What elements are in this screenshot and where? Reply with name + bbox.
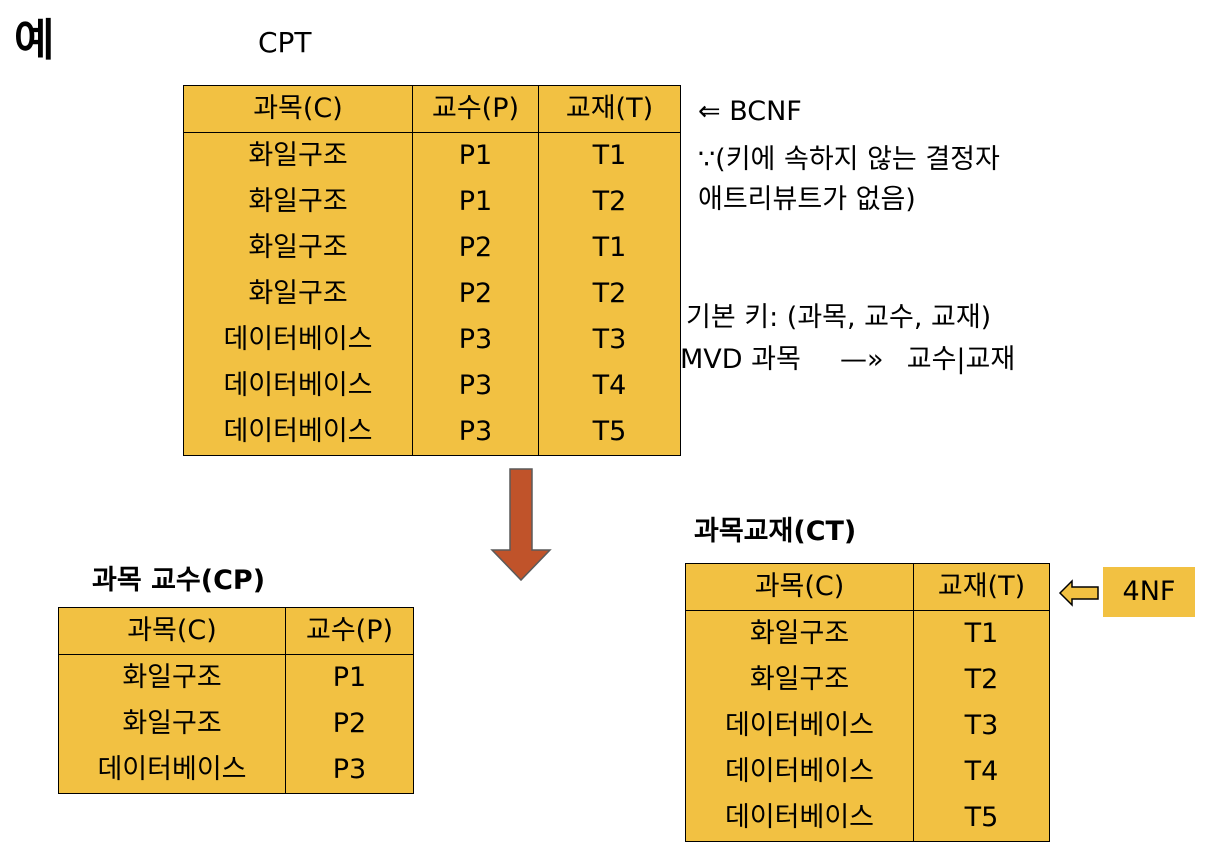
primary-key-note: 기본 키: (과목, 교수, 교재)	[686, 302, 992, 333]
table-cell: P3	[412, 317, 539, 363]
table-cell: 화일구조	[685, 657, 914, 703]
table-cell: T3	[913, 703, 1050, 749]
table-cell: 데이터베이스	[183, 363, 413, 409]
mvd-prefix: MVD 과목	[680, 344, 801, 375]
column-header: 교재(T)	[538, 85, 681, 133]
reason-note-line1: ∵(키에 속하지 않는 결정자	[698, 144, 1000, 175]
table-cell: 데이터베이스	[685, 703, 914, 749]
table-cell: P1	[412, 179, 539, 225]
column-header: 교수(P)	[412, 85, 539, 133]
table-cell: 데이터베이스	[183, 317, 413, 363]
table-cell: 데이터베이스	[183, 409, 413, 456]
table-cell: P3	[285, 747, 414, 794]
table-cell: P2	[412, 271, 539, 317]
column-header: 교수(P)	[285, 607, 414, 655]
column-header: 교재(T)	[913, 563, 1050, 611]
table-cell: T5	[538, 409, 681, 456]
mvd-arrow: —»	[840, 344, 884, 375]
table-header-row: 과목(C) 교수(P) 교재(T)	[183, 85, 681, 133]
table-cell: T4	[913, 749, 1050, 795]
table-header-row: 과목(C) 교재(T)	[685, 563, 1050, 611]
table-cell: T1	[538, 132, 681, 179]
table-cell: T2	[538, 271, 681, 317]
table-cell: T1	[538, 225, 681, 271]
table-cell: T2	[538, 179, 681, 225]
mvd-note: MVD 과목 —» 교수|교재	[680, 340, 1015, 380]
table-header-row: 과목(C) 교수(P)	[58, 607, 414, 655]
table-cell: P1	[285, 654, 414, 701]
table-cell: 화일구조	[58, 654, 286, 701]
column-header: 과목(C)	[685, 563, 914, 611]
left-arrow-icon	[1058, 579, 1099, 607]
table-cell: P3	[412, 409, 539, 456]
table-cell: 화일구조	[183, 271, 413, 317]
table-cell: 데이터베이스	[685, 749, 914, 795]
table-cell: T4	[538, 363, 681, 409]
table-cell: P2	[412, 225, 539, 271]
table-cell: 데이터베이스	[58, 747, 286, 794]
table-cell: 화일구조	[183, 225, 413, 271]
table-cell: 화일구조	[685, 610, 914, 657]
cpt-table-label: CPT	[258, 26, 312, 59]
table-cell: 화일구조	[58, 701, 286, 747]
table-cell: P1	[412, 132, 539, 179]
table-cell: P3	[412, 363, 539, 409]
column-header: 과목(C)	[183, 85, 413, 133]
ct-table-label: 과목교재(CT)	[694, 516, 857, 547]
table-cell: T3	[538, 317, 681, 363]
reason-note-line2: 애트리뷰트가 없음)	[698, 184, 916, 215]
table-cell: T2	[913, 657, 1050, 703]
table-cell: 화일구조	[183, 179, 413, 225]
table-cell: P2	[285, 701, 414, 747]
table-cell: T5	[913, 795, 1050, 842]
column-header: 과목(C)	[58, 607, 286, 655]
bcnf-note: ⇐ BCNF	[698, 96, 802, 127]
table-cell: T1	[913, 610, 1050, 657]
table-cell: 화일구조	[183, 132, 413, 179]
cp-table-label: 과목 교수(CP)	[92, 565, 266, 596]
down-arrow-icon	[490, 468, 552, 582]
table-cell: 데이터베이스	[685, 795, 914, 842]
page-title: 예	[14, 15, 55, 66]
nf-badge: 4NF	[1103, 567, 1195, 617]
mvd-suffix: 교수|교재	[906, 344, 1016, 375]
